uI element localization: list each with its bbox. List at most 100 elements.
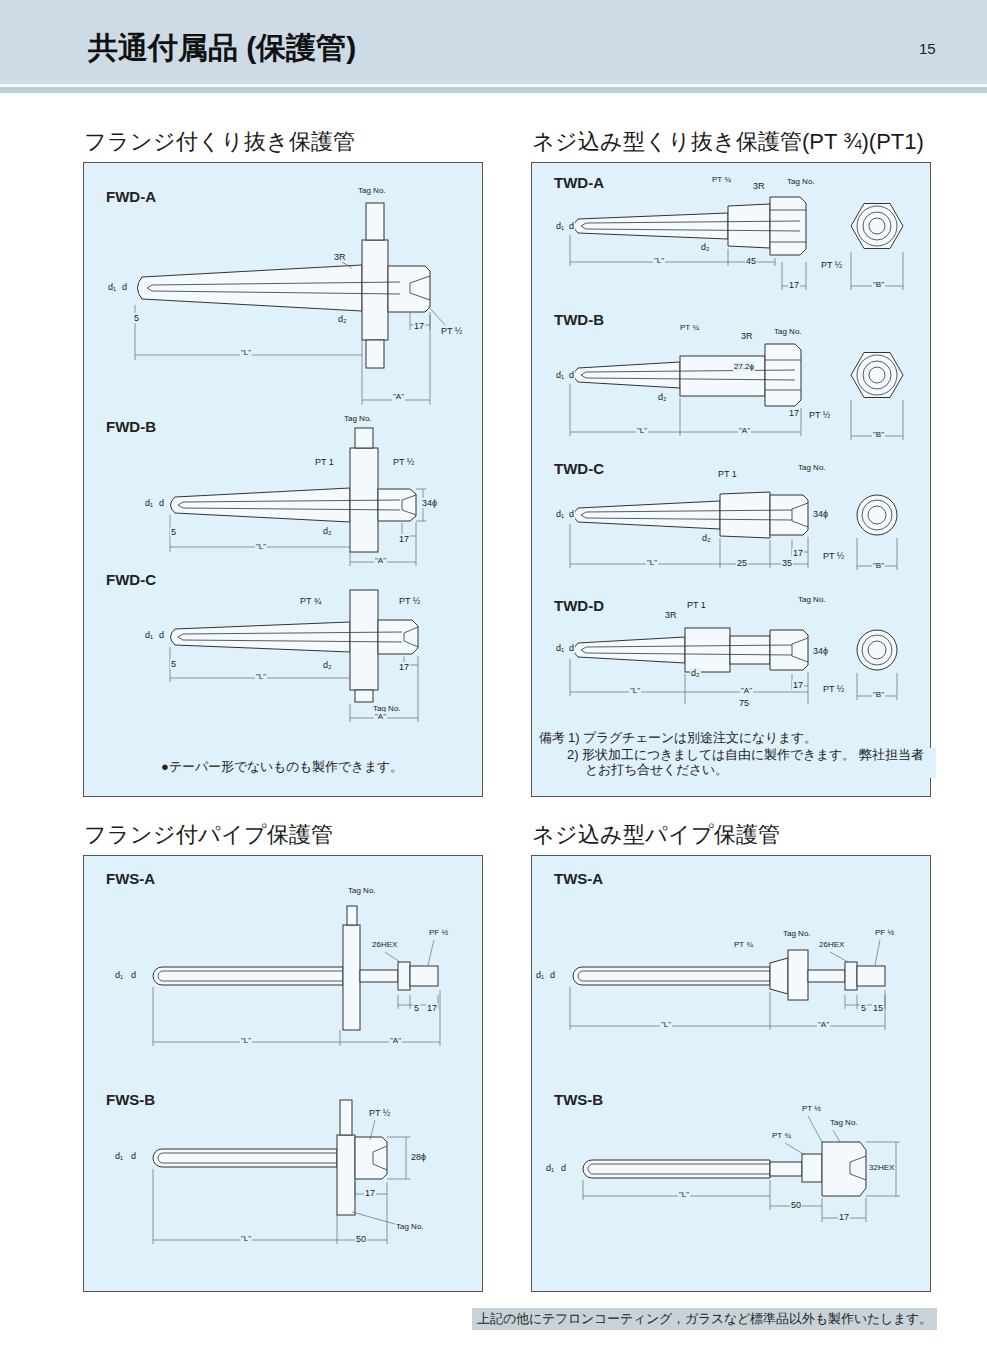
dimension-label: d	[130, 970, 137, 980]
dimension-label: PT ¾	[679, 323, 700, 332]
dimension-label: Tag No.	[395, 1222, 425, 1231]
dimension-label: "L"	[653, 256, 665, 265]
dimension-label: Tag No.	[797, 595, 827, 604]
dimension-label: Tag No.	[786, 177, 816, 186]
dimension-label: 28ϕ	[410, 1152, 427, 1162]
dimension-label: d	[560, 1163, 567, 1173]
dimension-label: 5	[413, 1003, 420, 1013]
thermowell-twd-b-part	[680, 356, 765, 396]
thermowell-twd-c-part	[720, 492, 770, 538]
dimension-label: PT 1	[314, 457, 335, 467]
dimension-label: d₂	[337, 314, 348, 324]
dimension-label: "A"	[374, 556, 387, 565]
dimension-label: "A"	[389, 1036, 402, 1045]
thermowell-tws-a-part	[570, 940, 885, 1030]
thermowell-fws-b-part	[158, 1153, 337, 1163]
dimension-label: d₁	[107, 282, 117, 292]
dimension-label: 15	[872, 1003, 884, 1013]
dimension-label: 26HEX	[818, 940, 845, 949]
dimension-label: PF ½	[428, 928, 449, 937]
dimension-label: d₂	[657, 392, 668, 402]
dimension-label: d	[568, 643, 575, 653]
thermowell-fwd-a	[135, 203, 445, 405]
dimension-label: Tag No.	[357, 186, 387, 195]
thermowell-tws-a-part	[808, 970, 845, 982]
thermowell-twd-c-part	[868, 506, 886, 524]
thermowell-fwd-c-part	[355, 690, 373, 702]
dimension-label: d₁	[555, 509, 565, 519]
thermowell-twd-c-part	[792, 503, 808, 527]
model-name: FWD-A	[105, 188, 157, 205]
dimension-label: d	[568, 221, 575, 231]
dimension-label: "L"	[646, 558, 658, 567]
dimension-label: 17	[398, 534, 410, 544]
thermowell-fwd-a-part	[366, 203, 384, 240]
section-heading: ネジ込み型パイプ保護管	[532, 820, 780, 850]
dimension-label: d	[130, 1151, 137, 1161]
note-text: ●テーパー形でないものも製作できます。	[160, 760, 404, 775]
thermowell-fwd-b-part	[402, 495, 416, 515]
dimension-label: "A"	[740, 686, 753, 695]
dimension-label: PT 1	[717, 469, 738, 479]
dimension-label: 45	[745, 256, 757, 266]
thermowell-twd-b-part	[863, 361, 891, 389]
thermowell-tws-b-part	[802, 1154, 822, 1182]
thermowell-tws-a-part	[573, 967, 770, 985]
thermowell-twd-b-part	[581, 370, 795, 380]
dimension-label: 34ϕ	[812, 509, 829, 519]
dimension-label: 17	[788, 280, 800, 290]
thermowell-twd-c	[570, 492, 897, 570]
thermowell-fws-a-part	[158, 971, 343, 981]
dimension-label: "A"	[374, 712, 387, 721]
panel-ground-part	[83, 855, 483, 1292]
thermowell-tws-b-part	[770, 1162, 802, 1176]
dimension-label: 5	[860, 1003, 867, 1013]
thermowell-fws-b-part	[373, 1146, 387, 1170]
dimension-label: 34ϕ	[812, 646, 829, 656]
dimension-label: "L"	[240, 348, 252, 357]
dimension-label: Tag No.	[829, 1118, 859, 1127]
thermowell-fws-b-part	[340, 1100, 352, 1135]
thermowell-fws-b-part	[153, 1120, 410, 1244]
thermowell-fws-b-part	[153, 1149, 337, 1167]
thermowell-twd-a-part	[770, 210, 806, 242]
dimension-label: 50	[355, 1234, 367, 1244]
dimension-label: PT ½	[801, 1104, 822, 1113]
dimension-label: 17	[838, 1212, 850, 1222]
dimension-label: d₂	[701, 533, 712, 543]
dimension-label: 5	[170, 659, 177, 669]
dimension-label: d₁	[114, 1151, 124, 1161]
thermowell-twd-a-part	[863, 212, 891, 240]
thermowell-fwd-a-part	[147, 282, 400, 294]
note-text: 備考	[538, 731, 566, 746]
dimension-label: d₁	[114, 970, 124, 980]
dimension-label: "L"	[660, 1020, 672, 1029]
dimension-label: 27.2ϕ	[733, 362, 755, 371]
model-name: FWD-B	[105, 418, 157, 435]
thermowell-tws-a-part	[578, 971, 770, 981]
note-text: 上記の他にテフロンコーティング，ガラスなど標準品以外も製作いたします。	[477, 1311, 932, 1326]
thermowell-twd-d-part	[730, 636, 770, 664]
thermowell-fws-a-part	[153, 967, 343, 985]
dimension-label: "L"	[629, 686, 641, 695]
section-heading: フランジ付くり抜き保護管	[84, 127, 355, 157]
thermowell-fwd-b-part	[355, 428, 373, 448]
dimension-label: d₁	[144, 498, 154, 508]
thermowell-twd-b-part	[857, 355, 897, 395]
dimension-label: PT ½	[820, 260, 843, 270]
header-band-part	[0, 87, 987, 93]
dimension-label: d	[568, 509, 575, 519]
dimension-label: PT ¾	[771, 1131, 792, 1140]
thermowell-twd-c-part	[857, 495, 897, 535]
dimension-label: PT ½	[398, 596, 421, 606]
thermowell-twd-a-part	[851, 204, 903, 249]
dimension-label: 3R	[664, 610, 678, 620]
thermowell-twd-a-part	[581, 221, 800, 231]
thermowell-twd-b-part	[570, 384, 801, 436]
dimension-label: PT ¾	[299, 596, 322, 606]
thermowell-tws-b-part	[850, 1156, 866, 1180]
dimension-label: 26HEX	[371, 940, 398, 949]
dimension-label: PT ½	[822, 684, 845, 694]
thermowell-twd-c-part	[857, 538, 897, 570]
dimension-label: "A"	[392, 392, 405, 401]
